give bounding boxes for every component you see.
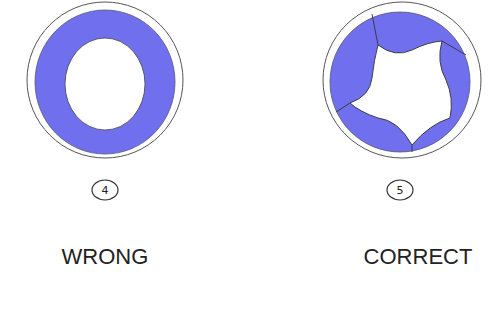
- leaflet-divider: [372, 14, 378, 45]
- verdict-label: CORRECT: [364, 245, 473, 269]
- round-orifice: [65, 38, 145, 130]
- verdict-label: WRONG: [62, 245, 149, 269]
- callout-number: 5: [397, 185, 404, 196]
- blue-band: [35, 10, 175, 154]
- leaflet-divider: [442, 41, 466, 55]
- leaflet-divider: [412, 145, 413, 152]
- star-orifice: [350, 41, 451, 145]
- callout-number: 4: [102, 185, 109, 196]
- callout-ellipse: 5: [386, 179, 414, 201]
- blue-disc: [330, 12, 470, 152]
- outer-ring: [323, 2, 481, 158]
- outer-ring: [27, 2, 183, 158]
- callout-ellipse: 4: [91, 179, 119, 201]
- leaflet-divider: [336, 103, 350, 112]
